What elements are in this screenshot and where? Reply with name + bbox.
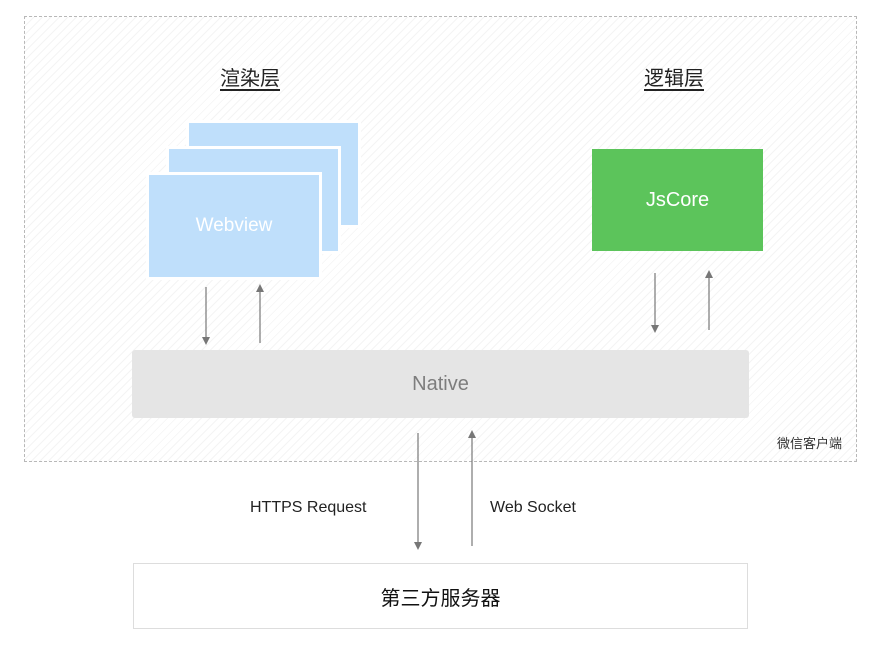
https-request-label: HTTPS Request (250, 499, 367, 516)
webview-label: Webview (195, 215, 273, 236)
websocket-label: Web Socket (490, 499, 576, 516)
webview-box: Webview (146, 172, 322, 280)
native-label: Native (412, 372, 469, 395)
logic-layer-title: 逻辑层 (644, 66, 704, 90)
jscore-label: JsCore (645, 188, 710, 211)
wechat-client-label: 微信客户端 (776, 437, 842, 452)
jscore-box: JsCore (592, 149, 763, 251)
third-party-server-label: 第三方服务器 (380, 585, 501, 610)
third-party-server-box: 第三方服务器 (133, 563, 748, 629)
native-bar: Native (132, 350, 749, 418)
render-layer-title: 渲染层 (220, 66, 280, 90)
